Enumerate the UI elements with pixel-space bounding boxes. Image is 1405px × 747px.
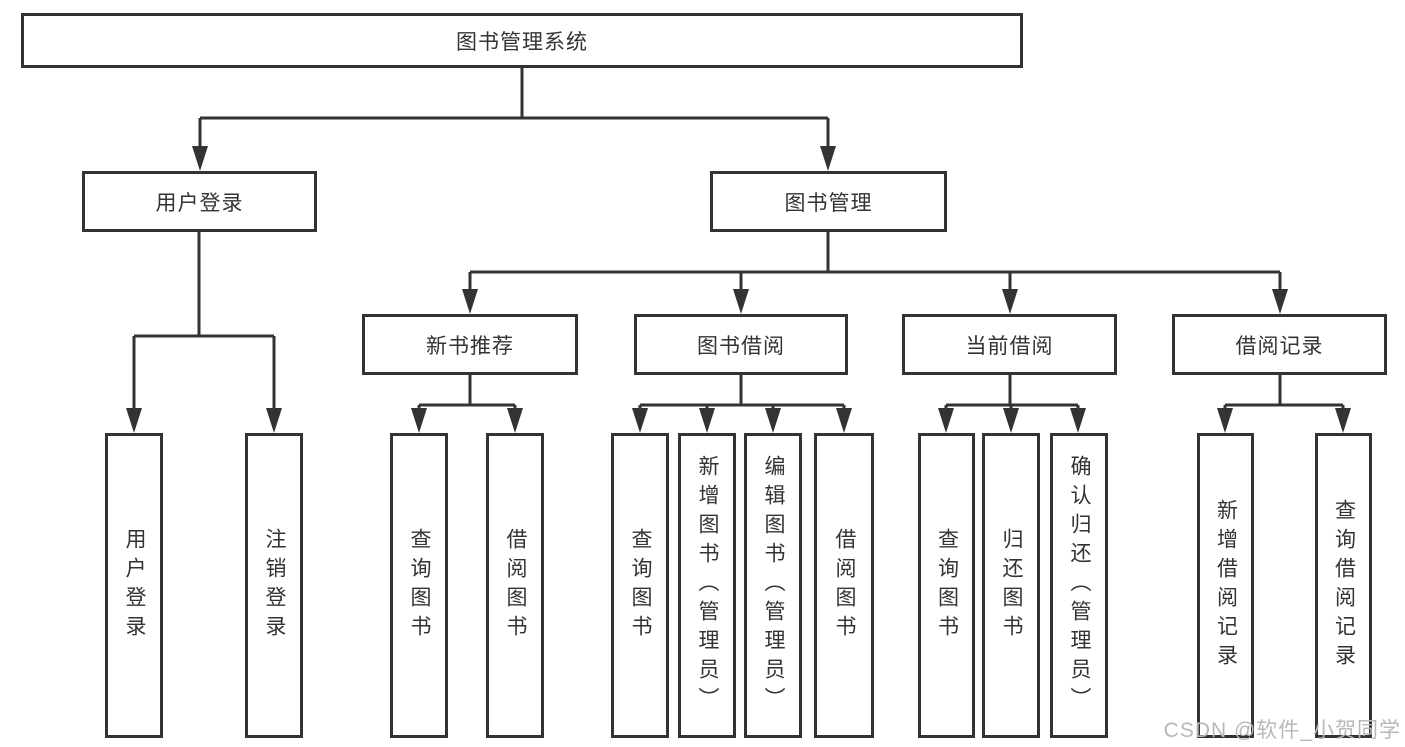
node-book-management: 图书管理 [710,171,947,232]
node-borrowing-records: 借阅记录 [1172,314,1387,375]
leaf-query-borrow-record: 查询借阅记录 [1315,433,1372,738]
leaf-query-books-recommend: 查询图书 [390,433,448,738]
node-root-library-management-system: 图书管理系统 [21,13,1023,68]
leaf-add-borrow-record: 新增借阅记录 [1197,433,1254,738]
leaf-return-books: 归还图书 [982,433,1040,738]
node-user-login: 用户登录 [82,171,317,232]
leaf-borrow-books-recommend: 借阅图书 [486,433,544,738]
node-current-borrowing: 当前借阅 [902,314,1117,375]
csdn-watermark: CSDN @软件_小贺同学 [1163,719,1401,742]
leaf-query-books-borrowing: 查询图书 [611,433,669,738]
leaf-user-login: 用户登录 [105,433,163,738]
leaf-add-book-admin: 新增图书（管理员） [678,433,736,738]
leaf-logout: 注销登录 [245,433,303,738]
leaf-query-books-current: 查询图书 [918,433,975,738]
leaf-edit-book-admin: 编辑图书（管理员） [744,433,802,738]
leaf-confirm-return-admin: 确认归还（管理员） [1050,433,1108,738]
node-new-book-recommend: 新书推荐 [362,314,578,375]
leaf-borrow-books-borrowing: 借阅图书 [814,433,874,738]
node-book-borrowing: 图书借阅 [634,314,848,375]
